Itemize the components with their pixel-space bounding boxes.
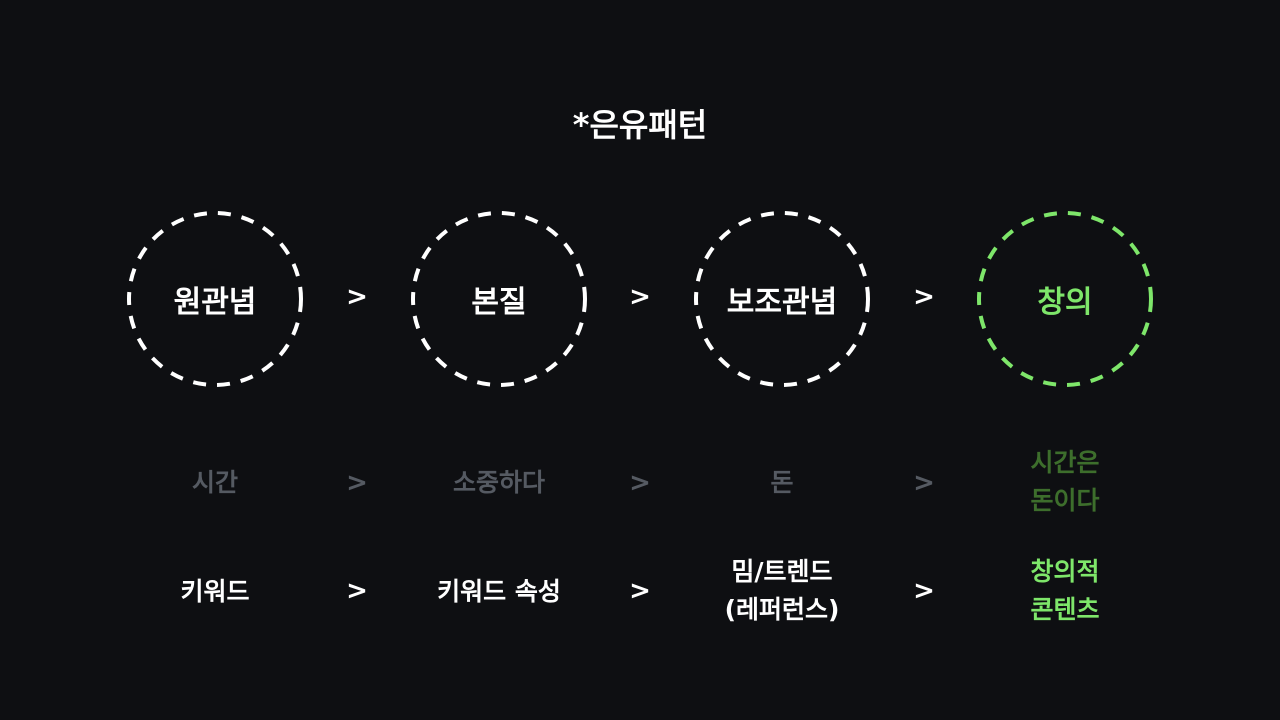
arrow-icon: > [913, 282, 935, 312]
node-label: 원관념 [173, 285, 257, 320]
dashed-circle-icon [411, 211, 587, 387]
arrow-icon: > [346, 468, 368, 498]
method-cell: 밈/트렌드 (레퍼런스) [724, 557, 840, 624]
arrow-icon: > [346, 282, 368, 312]
node-label: 본질 [471, 285, 527, 320]
arrow-icon: > [346, 576, 368, 606]
arrow-icon: > [913, 576, 935, 606]
node-label: 보조관념 [726, 285, 838, 320]
arrow-icon: > [629, 576, 651, 606]
example-cell: 시간은 돈이다 [1030, 448, 1100, 515]
diagram-title: *은유패턴 [572, 106, 708, 144]
method-cell: 창의적 콘텐츠 [1030, 557, 1100, 624]
example-cell: 돈 [770, 468, 794, 497]
method-cell: 키워드 [180, 577, 250, 606]
node-original-concept: 원관념 [127, 211, 303, 387]
node-essence: 본질 [411, 211, 587, 387]
node-creativity: 창의 [977, 211, 1153, 387]
dashed-circle-icon [977, 211, 1153, 387]
node-label: 창의 [1037, 285, 1093, 320]
example-cell: 시간 [191, 468, 238, 497]
method-cell: 키워드 속성 [437, 577, 561, 606]
arrow-icon: > [629, 468, 651, 498]
example-cell: 소중하다 [452, 468, 545, 497]
arrow-icon: > [913, 468, 935, 498]
node-auxiliary-concept: 보조관념 [694, 211, 870, 387]
dashed-circle-icon [694, 211, 870, 387]
arrow-icon: > [629, 282, 651, 312]
dashed-circle-icon [127, 211, 303, 387]
